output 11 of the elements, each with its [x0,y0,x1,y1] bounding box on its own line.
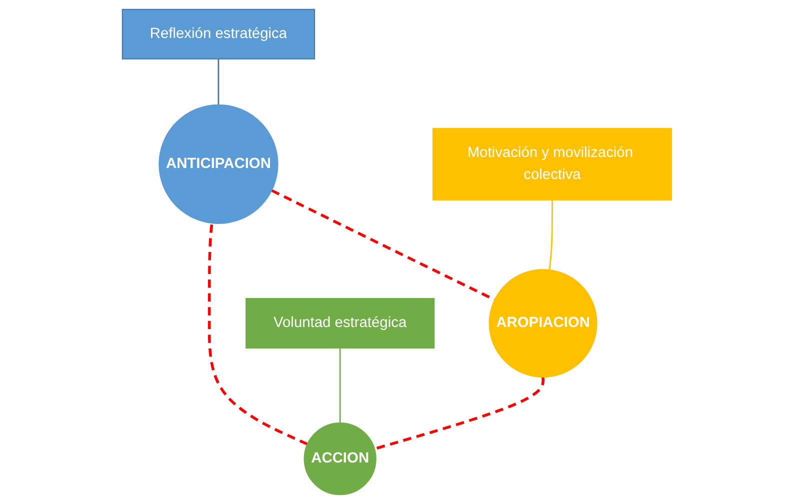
node-circle: ANTICIPACION [158,104,278,224]
connector [218,58,220,105]
connector [339,348,341,423]
node-box: Reflexión estratégica [122,8,316,60]
node-circle: AROPIACION [488,268,598,378]
connector [374,377,544,450]
connector [548,200,553,270]
node-circle: ACCION [304,422,376,496]
connector [208,223,308,446]
node-box: Motivación y movilización colectiva [432,128,672,200]
node-box: Voluntad estratégica [246,298,435,348]
